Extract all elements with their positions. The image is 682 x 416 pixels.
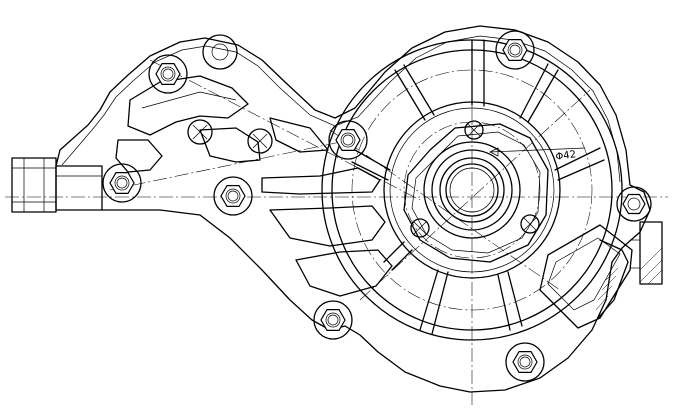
bolt-6	[495, 30, 535, 70]
left-flange	[11, 157, 103, 213]
bolt-5	[328, 120, 368, 160]
bolt-4	[213, 176, 253, 216]
bolt-hex-nuts	[102, 30, 652, 382]
bolt-9	[505, 342, 545, 382]
diameter-dimension: Φ42	[489, 147, 586, 163]
outlet-pipe	[539, 221, 663, 329]
center-lines	[5, 40, 668, 405]
bolt-1	[148, 54, 188, 94]
bolt-3	[102, 163, 142, 203]
bolt-2	[202, 34, 238, 70]
diameter-label: Φ42	[555, 149, 577, 163]
bolt-8	[313, 300, 353, 340]
bolt-7	[616, 186, 652, 222]
central-hub	[403, 120, 549, 263]
housing-outline	[55, 25, 651, 393]
left-web-pockets	[115, 75, 393, 297]
